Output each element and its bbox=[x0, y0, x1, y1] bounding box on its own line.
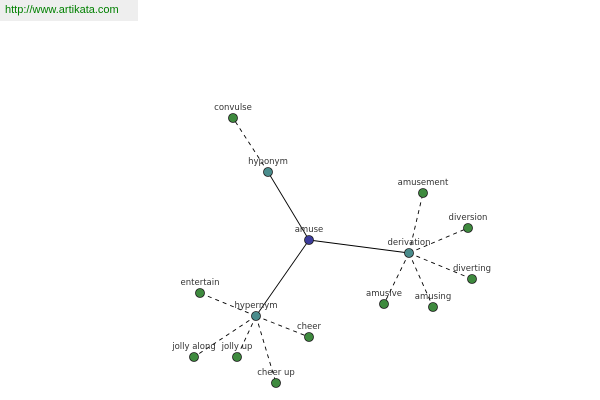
word-label-amusive: amusive bbox=[366, 289, 402, 299]
edge-center-hypernym bbox=[255, 239, 310, 317]
edge-center-hyponym bbox=[267, 171, 310, 241]
edge-center-derivation bbox=[308, 239, 410, 254]
word-label-diverting: diverting bbox=[453, 264, 491, 274]
url-link[interactable]: http://www.artikata.com bbox=[5, 4, 119, 16]
word-node-amusement[interactable] bbox=[418, 188, 428, 198]
word-label-amusing: amusing bbox=[415, 292, 451, 302]
edge-derivation-amusement bbox=[408, 192, 424, 254]
edge-hypernym-entertain bbox=[199, 292, 257, 317]
relation-node-hyponym[interactable] bbox=[263, 167, 273, 177]
word-node-convulse[interactable] bbox=[228, 113, 238, 123]
relation-label-hypernym: hypernym bbox=[234, 301, 277, 311]
edge-hypernym-cheer-up bbox=[255, 315, 277, 384]
relation-node-derivation[interactable] bbox=[404, 248, 414, 258]
url-banner: http://www.artikata.com bbox=[0, 0, 138, 21]
word-label-jolly-up: jolly up bbox=[221, 342, 253, 352]
edge-derivation-amusive bbox=[383, 252, 410, 305]
relation-label-hyponym: hyponym bbox=[248, 157, 288, 167]
word-node-cheer[interactable] bbox=[304, 332, 314, 342]
center-label-amuse: amuse bbox=[295, 225, 324, 235]
edge-derivation-diverting bbox=[408, 252, 473, 280]
word-node-amusing[interactable] bbox=[428, 302, 438, 312]
word-label-convulse: convulse bbox=[214, 103, 252, 113]
word-node-jolly-up[interactable] bbox=[232, 352, 242, 362]
edge-derivation-amusing bbox=[408, 252, 434, 308]
relation-node-hypernym[interactable] bbox=[251, 311, 261, 321]
word-label-cheer: cheer bbox=[297, 322, 322, 332]
word-label-jolly-along: jolly along bbox=[171, 342, 216, 352]
word-node-jolly-along[interactable] bbox=[189, 352, 199, 362]
edge-hyponym-convulse bbox=[232, 117, 269, 173]
word-label-diversion: diversion bbox=[449, 213, 488, 223]
word-label-amusement: amusement bbox=[398, 178, 449, 188]
word-node-entertain[interactable] bbox=[195, 288, 205, 298]
edge-hypernym-cheer bbox=[255, 315, 310, 338]
word-node-diversion[interactable] bbox=[463, 223, 473, 233]
word-node-diverting[interactable] bbox=[467, 274, 477, 284]
word-label-cheer-up: cheer up bbox=[257, 368, 295, 378]
relation-label-derivation: derivation bbox=[387, 238, 430, 248]
edge-derivation-diversion bbox=[408, 227, 469, 254]
center-node-amuse[interactable] bbox=[304, 235, 314, 245]
word-node-amusive[interactable] bbox=[379, 299, 389, 309]
word-label-entertain: entertain bbox=[181, 278, 220, 288]
word-node-cheer-up[interactable] bbox=[271, 378, 281, 388]
